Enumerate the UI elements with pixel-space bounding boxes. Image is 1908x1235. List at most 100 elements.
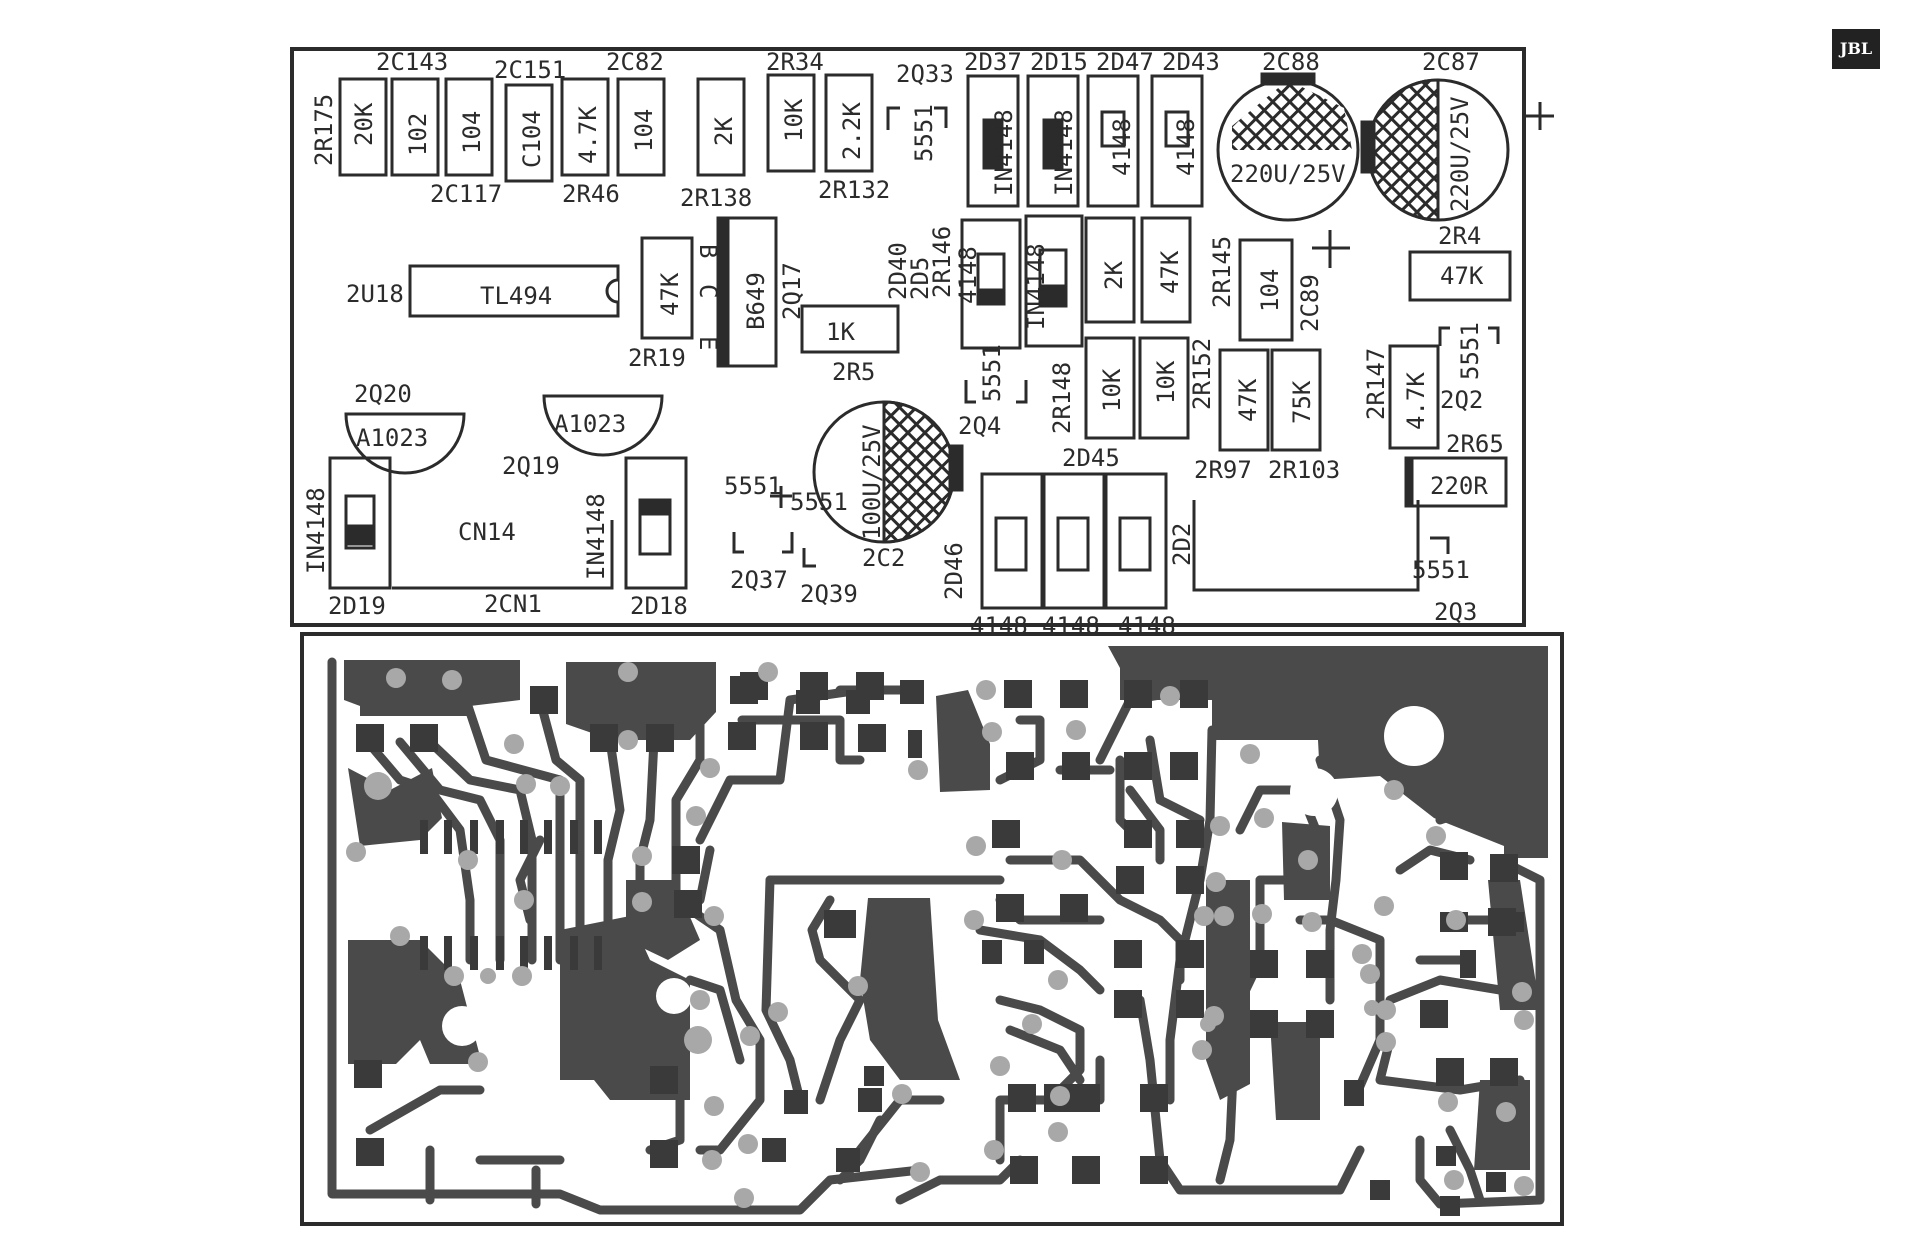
q37-val: 5551	[724, 472, 782, 500]
q3-ref: 2Q3	[1434, 598, 1477, 626]
r103-ref: 2R103	[1268, 456, 1340, 484]
r97-body	[1218, 348, 1270, 452]
component-panel	[290, 47, 1554, 627]
r4-val: 47K	[1440, 262, 1484, 290]
d2-body	[1104, 472, 1168, 610]
r4-ref: 2R4	[1438, 222, 1481, 250]
r34-ref: 2R34	[766, 48, 824, 76]
c87-val: 220U/25V	[1446, 96, 1474, 212]
d43-val: 4148	[1172, 118, 1200, 176]
d18-ref: 2D18	[630, 592, 688, 620]
c89-body	[1238, 238, 1294, 342]
r138-body	[696, 77, 746, 177]
q19-ref: 2Q19	[502, 452, 560, 480]
c87-ref: 2C87	[1422, 48, 1480, 76]
r175-body	[338, 77, 388, 177]
d15-val: IN4148	[1050, 109, 1078, 196]
r46-val: 4.7K	[574, 106, 602, 164]
r97-outline	[1192, 500, 1420, 592]
d40-ref: 2D40	[884, 242, 912, 300]
q2-ref: 2Q2	[1440, 386, 1483, 414]
r138-ref: 2R138	[680, 184, 752, 212]
jbl-logo-icon: JBL	[1832, 29, 1880, 69]
r46-body	[560, 77, 610, 177]
q20-ref: 2Q20	[354, 380, 412, 408]
r152-a: 10K	[1098, 368, 1126, 412]
q2-val: 5551	[1456, 322, 1484, 380]
q4-outline	[964, 380, 1028, 404]
r145-ref: 2R145	[1208, 236, 1236, 308]
r132-val: 2.2K	[838, 102, 866, 160]
c151-val: C104	[518, 110, 546, 168]
d47-val: 4148	[1108, 118, 1136, 176]
q33-outline	[886, 106, 948, 130]
r65-val: 220R	[1430, 472, 1488, 500]
r138-val: 2K	[710, 117, 738, 146]
q19-val: A1023	[554, 410, 626, 438]
r5-ref: 2R5	[832, 358, 875, 386]
q20-body	[344, 412, 466, 475]
d19-val: IN4148	[302, 487, 330, 574]
d5-ref: 2D5	[906, 257, 934, 300]
c2-ref: 2C2	[862, 544, 905, 572]
pcb-panel-border	[300, 632, 1564, 1226]
c143-val: 102	[404, 113, 432, 156]
q2-outline	[1438, 326, 1500, 346]
r145-body	[1140, 216, 1192, 324]
r152-ref: 2R152	[1188, 338, 1216, 410]
c82-body	[616, 77, 666, 177]
c88-val: 220U/25V	[1230, 160, 1346, 188]
r146-ref: 2R146	[928, 226, 956, 298]
cn1-val: CN14	[458, 518, 516, 546]
d45-ref: 2D45	[1062, 444, 1120, 472]
r103-val: 75K	[1288, 380, 1316, 424]
component-panel-border	[290, 47, 1526, 627]
d46-ref: 2D46	[940, 542, 968, 600]
d47-body	[1086, 74, 1140, 208]
d19-ref: 2D19	[328, 592, 386, 620]
c82-ref: 2C82	[606, 48, 664, 76]
d43-ref: 2D43	[1162, 48, 1220, 76]
q33-val: 5551	[910, 104, 938, 162]
q17-val: B649	[742, 272, 770, 330]
q20-val: A1023	[356, 424, 428, 452]
d45-body	[1042, 472, 1106, 610]
q4-val: 5551	[978, 344, 1006, 402]
r97-val: 47K	[1234, 378, 1262, 422]
q3-outline	[1430, 536, 1450, 554]
r148-ref: 2R148	[1048, 362, 1076, 434]
c117-ref: 2C117	[430, 180, 502, 208]
r19-body	[640, 236, 694, 340]
d46-body	[980, 472, 1044, 610]
q33-ref: 2Q33	[896, 60, 954, 88]
c89-val: 104	[1256, 269, 1284, 312]
pin-b: B	[694, 244, 722, 258]
r145-val: 47K	[1156, 250, 1184, 294]
q37-ref: 2Q37	[730, 566, 788, 594]
c117-body	[444, 77, 494, 177]
c151-body	[504, 83, 554, 183]
r147-ref: 2R147	[1362, 348, 1390, 420]
r132-body	[824, 73, 874, 173]
r19-ref: 2R19	[628, 344, 686, 372]
c2-val: 100U/25V	[858, 424, 886, 540]
d40-body	[960, 218, 1022, 350]
d37-val: IN4148	[990, 109, 1018, 196]
r148-val: 2K	[1100, 261, 1128, 290]
u18-ref: 2U18	[346, 280, 404, 308]
r146-body	[1024, 214, 1084, 348]
q4-ref: 2Q4	[958, 412, 1001, 440]
d47-ref: 2D47	[1096, 48, 1154, 76]
q3-val: 5551	[1412, 556, 1470, 584]
cn1-outline	[392, 520, 614, 590]
r65-ref: 2R65	[1446, 430, 1504, 458]
q17-ref: 2Q17	[778, 262, 806, 320]
r103-body	[1270, 348, 1322, 452]
c89-ref: 2C89	[1296, 274, 1324, 332]
q39-val: 5551	[790, 488, 848, 516]
r4-body	[1408, 250, 1512, 302]
logo-text: JBL	[1839, 39, 1873, 58]
r152-b-body	[1138, 336, 1190, 440]
r175-val: 20K	[350, 102, 378, 146]
c151-ref: 2C151	[494, 56, 566, 84]
